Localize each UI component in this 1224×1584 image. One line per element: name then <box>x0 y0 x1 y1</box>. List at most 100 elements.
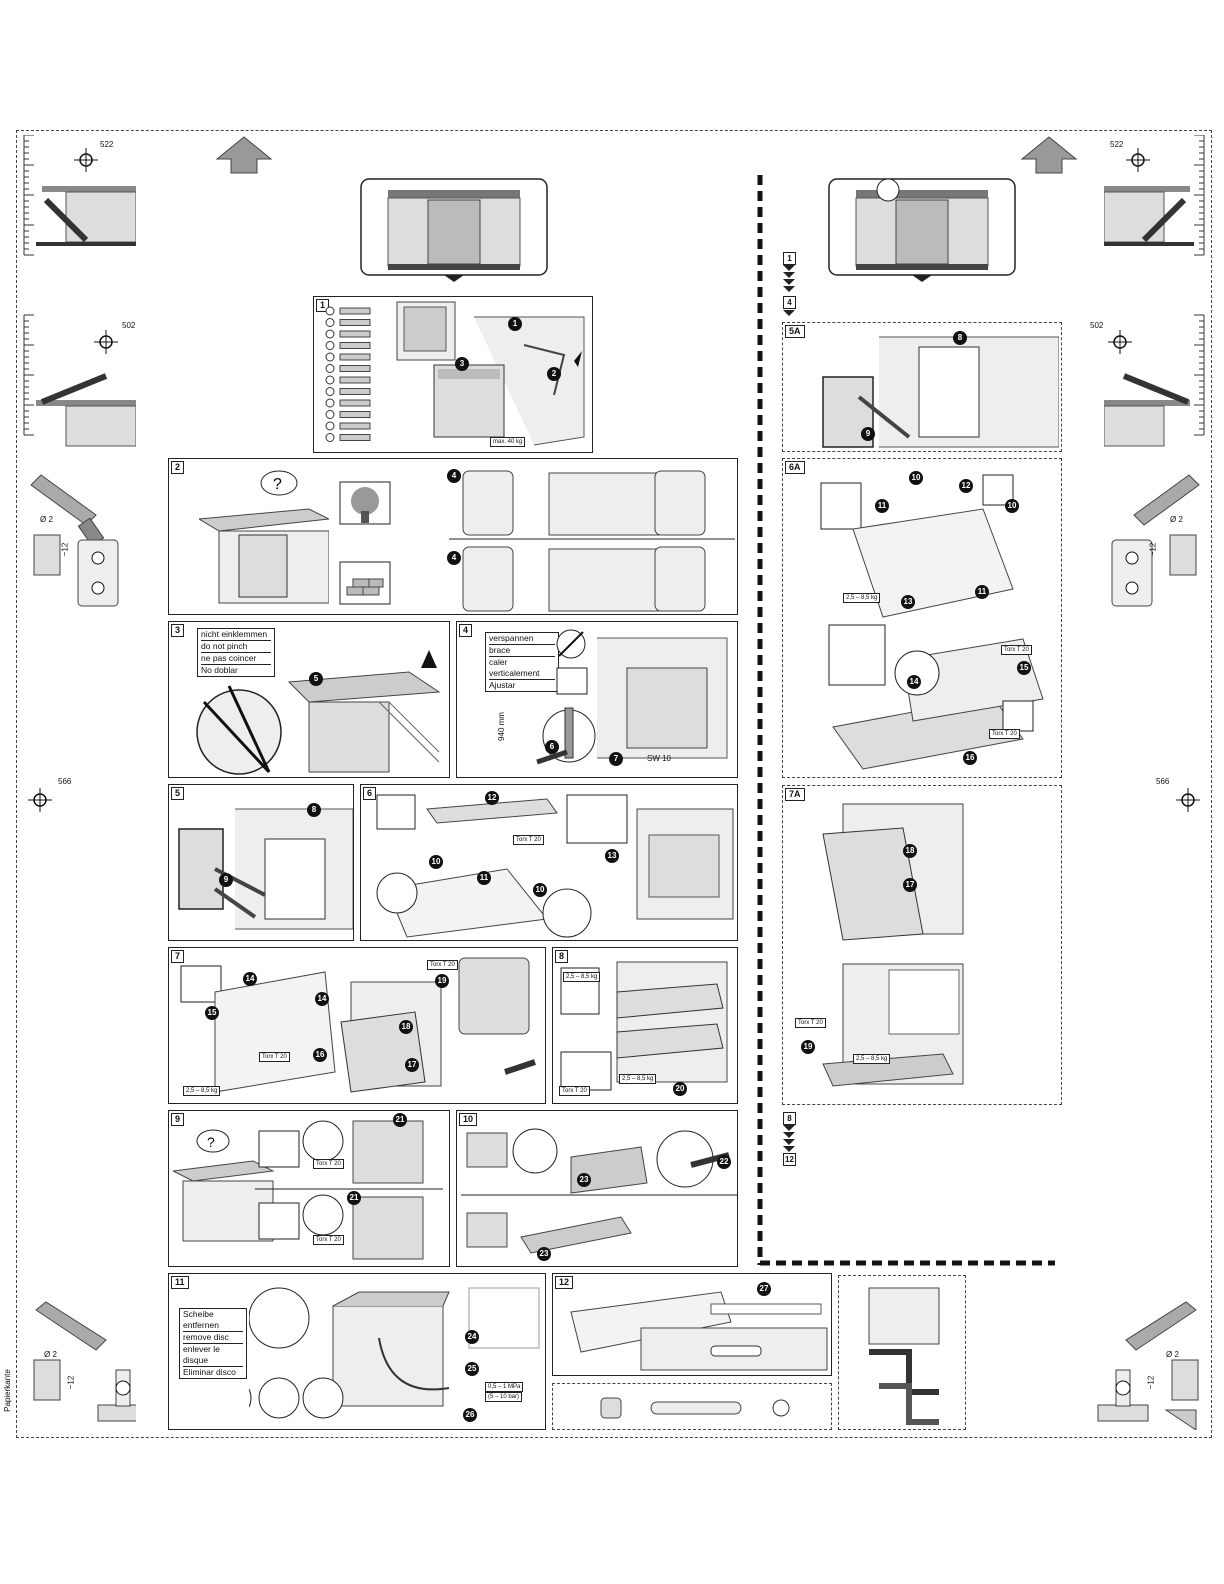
warning-line: brace <box>489 645 555 657</box>
kitchen-preview-left <box>360 178 548 282</box>
up-arrow-right <box>1020 136 1078 174</box>
panel-number: 5 <box>171 787 185 800</box>
callout-12: 12 <box>485 791 499 805</box>
panel-number: 6 <box>363 787 377 800</box>
panel-1: 1 1 2 3 max. 40 kg <box>313 296 593 453</box>
callout-8: 8 <box>307 803 321 817</box>
drill-icon-bottom-right <box>1097 1301 1199 1430</box>
panel-2: 2 ? 4 4 <box>168 458 738 615</box>
panel-number: 3 <box>171 624 185 637</box>
callout-10a: 10 <box>429 855 443 869</box>
torx-tag: Torx T 20 <box>559 1086 590 1096</box>
panel-7a: 7A 18 17 19 Torx T 20 2,5 – 8,5 kg <box>782 785 1062 1105</box>
torx-tag-b: Torx T 20 <box>795 1018 826 1028</box>
spring-adjust-scene <box>560 961 728 1091</box>
callout-10-a1: 10 <box>909 471 923 485</box>
callout-5: 5 <box>309 672 323 686</box>
dishwasher-front-dim <box>396 301 456 361</box>
wood-icon <box>339 481 391 525</box>
torx-tag: Torx T 20 <box>427 960 458 970</box>
water-connection-scene <box>249 1287 540 1419</box>
pressure-spec: (5 – 10 bar) <box>485 1392 523 1402</box>
drill-icon-left <box>30 474 119 607</box>
levelling-scene <box>536 629 728 765</box>
accessory-drawing <box>868 1287 940 1425</box>
warning-line: enlever le disque <box>183 1344 243 1367</box>
panel-3: 3 nicht einklemmen do not pinch ne pas c… <box>168 621 450 778</box>
warning-line: verspannen <box>489 633 555 645</box>
dim-mid-left: 502 <box>122 321 136 330</box>
warning-line: caler verticalement <box>489 657 555 680</box>
weight-tag: 2,5 – 8,5 kg <box>563 972 601 982</box>
callout-4a: 4 <box>447 469 461 483</box>
callout-17: 17 <box>405 1058 419 1072</box>
callout-23a: 23 <box>577 1173 591 1187</box>
svg-text:?: ? <box>273 476 282 493</box>
warning-pinch: nicht einklemmen do not pinch ne pas coi… <box>197 628 275 677</box>
crosshair-top-left <box>74 148 98 172</box>
panel-6: 6 12 10 10 11 13 Torx T 20 <box>360 784 738 941</box>
callout-14b: 14 <box>315 992 329 1006</box>
warning-line: do not pinch <box>201 641 271 653</box>
panel-number: 10 <box>459 1113 478 1126</box>
fixing-scene: ? <box>173 1120 443 1260</box>
drill-icon-right <box>1111 474 1200 607</box>
callout-23b: 23 <box>537 1247 551 1261</box>
callout-9-a: 9 <box>861 427 875 441</box>
drill-icon-bottom-left <box>33 1301 136 1422</box>
panel-number: 7 <box>171 950 185 963</box>
warning-line: No doblar <box>201 665 238 675</box>
callout-25: 25 <box>465 1362 479 1376</box>
callout-19-a: 19 <box>801 1040 815 1054</box>
weight-tag-b: 2,5 – 8,5 kg <box>853 1054 891 1064</box>
callout-11-a2: 11 <box>975 585 989 599</box>
door-fitting-scene <box>180 957 536 1093</box>
torx-tag: Torx T 20 <box>259 1052 290 1062</box>
warning-line: nicht einklemmen <box>201 629 271 641</box>
counter-pencil-mid-left <box>36 373 136 447</box>
dim-low-right: 566 <box>1156 777 1170 786</box>
callout-13-a: 13 <box>901 595 915 609</box>
callout-6: 6 <box>545 740 559 754</box>
door-fitting-scene-a <box>822 803 964 1087</box>
torx-tag-a: Torx T 20 <box>1001 645 1032 655</box>
panel-number: 1 <box>316 299 330 312</box>
kitchen-preview-right <box>828 178 1016 282</box>
torx-tag: Torx T 20 <box>513 835 544 845</box>
crosshair-top-right <box>1126 148 1150 172</box>
max-weight-tag: max. 40 kg <box>490 437 526 447</box>
drill-diameter-bottom-right: Ø 2 <box>1166 1350 1179 1359</box>
panel-number: 9 <box>171 1113 185 1126</box>
height-940: 940 mm <box>496 712 506 741</box>
drill-depth-left: ~12 <box>60 542 70 557</box>
step-range-b-end: 12 <box>783 1153 796 1166</box>
door-panel-scene-a <box>820 474 1044 770</box>
divider-vertical <box>757 175 763 1265</box>
callout-20: 20 <box>673 1082 687 1096</box>
warning-line: Eliminar disco <box>183 1367 236 1377</box>
callout-16-a: 16 <box>963 751 977 765</box>
callout-17-a: 17 <box>903 878 917 892</box>
callout-18: 18 <box>399 1020 413 1034</box>
callout-19: 19 <box>435 974 449 988</box>
callout-22: 22 <box>717 1155 731 1169</box>
door-panel-scene <box>376 794 734 938</box>
warning-line: Scheibe entfernen <box>183 1309 243 1332</box>
callout-13: 13 <box>605 849 619 863</box>
hose-scene <box>196 650 441 775</box>
bracket-details <box>449 470 735 612</box>
callout-8-a: 8 <box>953 331 967 345</box>
panel-10: 10 22 23 23 <box>456 1110 738 1267</box>
panel-number: 11 <box>171 1276 189 1289</box>
svg-text:?: ? <box>207 1134 215 1150</box>
callout-27: 27 <box>757 1282 771 1296</box>
drill-diameter-left: Ø 2 <box>40 515 53 524</box>
accessory-panel <box>838 1275 966 1430</box>
counter-pencil-top-right <box>1104 186 1194 246</box>
callout-12-a: 12 <box>959 479 973 493</box>
weight-tag: 2,5 – 8,5 kg <box>619 1074 657 1084</box>
crosshair-mid-right <box>1108 330 1132 354</box>
brick-icon <box>339 561 391 605</box>
panel-number: 5A <box>785 325 805 338</box>
panel-5a: 5A 8 9 <box>782 322 1062 452</box>
